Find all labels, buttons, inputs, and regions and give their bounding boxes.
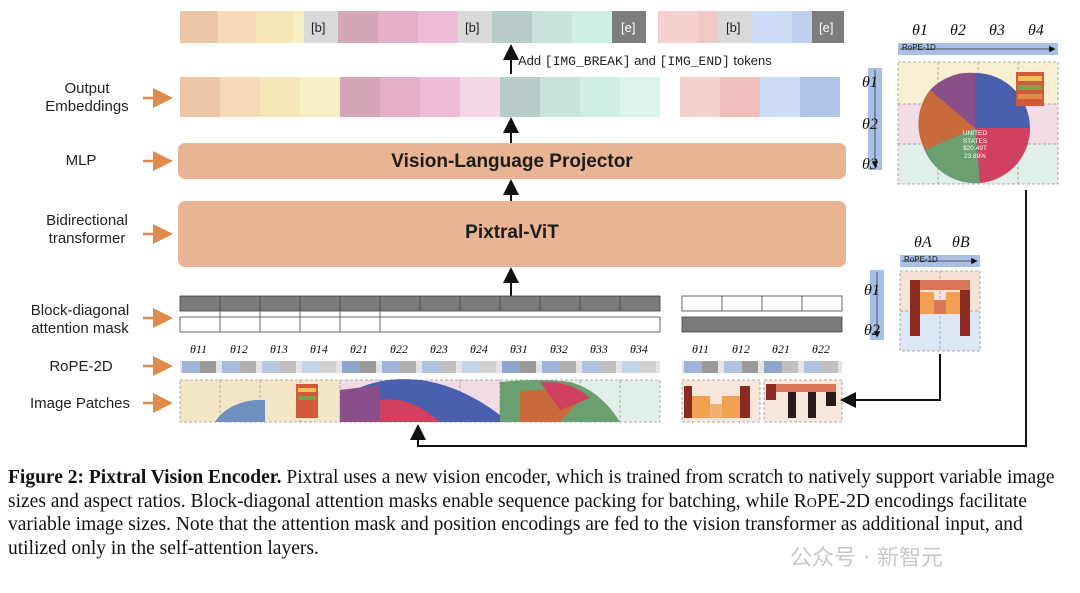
img-break-token: [IMG_BREAK] [544,54,631,69]
rope1d-panel-top [868,43,1059,185]
label-mlp: MLP [65,152,97,169]
rope-theta-label: θ22 [390,342,408,356]
caption-title: Figure 2: Pixtral Vision Encoder. [8,467,282,488]
label-line: Bidirectional [46,212,128,229]
top-theta-4: θ4 [1028,22,1044,39]
top-row-theta-3: θ3 [862,156,878,173]
top-rope1d: RoPE-1D [902,43,936,52]
watermark: 公众号 · 新智元 [790,546,943,571]
vit-label: Pixtral-ViT [465,222,559,243]
label-line: Embeddings [45,98,129,115]
rope-theta-label: θ14 [310,342,328,356]
pixtral-diagram [143,11,1059,447]
top-row-theta-2: θ2 [862,116,878,133]
label-rope2d: RoPE-2D [49,358,113,375]
attention-mask-2 [681,295,843,333]
label-output-embeddings: Output Embeddings [22,80,152,116]
left-arrows [143,88,173,413]
rope-theta-label: θ12 [732,342,750,356]
projector-block [178,143,846,179]
pie-text-line: STATES [962,137,988,145]
and-word: and [634,53,656,68]
break-token-2-label: [b] [465,20,480,35]
image-patches-2 [681,379,843,423]
top-token-row-2 [658,11,844,43]
attention-mask-1 [179,295,661,333]
rope1d-panel-bottom [870,255,981,352]
end-token-1 [612,11,646,43]
rope-theta-label: θ22 [812,342,830,356]
break-token-2 [458,11,492,43]
rope-theta-label: θ31 [510,342,528,356]
caption-rope: RoPE-2D [793,490,870,512]
top-theta-3: θ3 [989,22,1005,39]
pie-text: UNITED STATES $20.49T 23.89% [955,130,995,160]
pie-text-line: 23.89% [963,152,987,160]
top-theta-1: θ1 [912,22,928,39]
rope-theta-label: θ21 [350,342,368,356]
rope-theta-label: θ34 [630,342,648,356]
rope-bars-2 [682,361,842,373]
label-attention-mask: Block-diagonal attention mask [18,302,142,338]
rope-theta-label: θ13 [270,342,288,356]
img-end-token: [IMG_END] [659,54,730,69]
top-row-theta-1: θ1 [862,74,878,91]
rope-theta-label: θ23 [430,342,448,356]
output-embeddings-row-1 [180,77,660,117]
caption-body-1: Pixtral uses a new vision encoder, which… [8,467,1055,512]
vit-block [178,201,846,267]
rope-theta-label: θ32 [550,342,568,356]
end-token-1-label: [e] [621,20,636,35]
label-line: attention mask [31,320,129,337]
label-image-patches: Image Patches [29,395,131,412]
figure-caption: Figure 2: Pixtral Vision Encoder. Pixtra… [8,466,1076,560]
projector-label: Vision-Language Projector [391,151,633,172]
bottom-theta-b: θB [952,234,970,251]
top-theta-2: θ2 [950,22,966,39]
bottom-theta-a: θA [914,234,932,251]
bottom-row-theta-2: θ2 [864,322,880,339]
break-token-1 [304,11,338,43]
rope-theta-label: θ24 [470,342,488,356]
top-token-row-1 [180,11,646,43]
rope-theta-label: θ21 [772,342,790,356]
label-line: Output [64,80,110,97]
rope-bars-1 [180,361,660,373]
rope-theta-label: θ12 [230,342,248,356]
label-line: transformer [48,230,126,247]
image-patches-1 [179,379,661,423]
rope-theta-label: θ11 [692,342,710,356]
end-token-2-label: [e] [819,20,834,35]
add-word: Add [518,53,542,68]
output-embeddings-row-2 [680,77,840,117]
label-bidirectional: Bidirectional transformer [22,212,152,248]
break-token-1-label: [b] [311,20,326,35]
caption-body-2: encodings facilitate variable image size… [8,490,1027,559]
bottom-row-theta-1: θ1 [864,282,880,299]
bottom-rope1d: RoPE-1D [904,255,938,264]
label-line: Block-diagonal [30,302,130,319]
rope-theta-label: θ33 [590,342,608,356]
tokens-word: tokens [733,53,772,68]
break-token-3-label: [b] [726,20,741,35]
pie-text-line: $20.49T [963,145,987,152]
add-tokens-text: Add [IMG_BREAK] and [IMG_END] tokens [518,53,772,69]
rope-theta-label: θ11 [190,342,208,356]
pie-text-line: UNITED [962,130,988,137]
